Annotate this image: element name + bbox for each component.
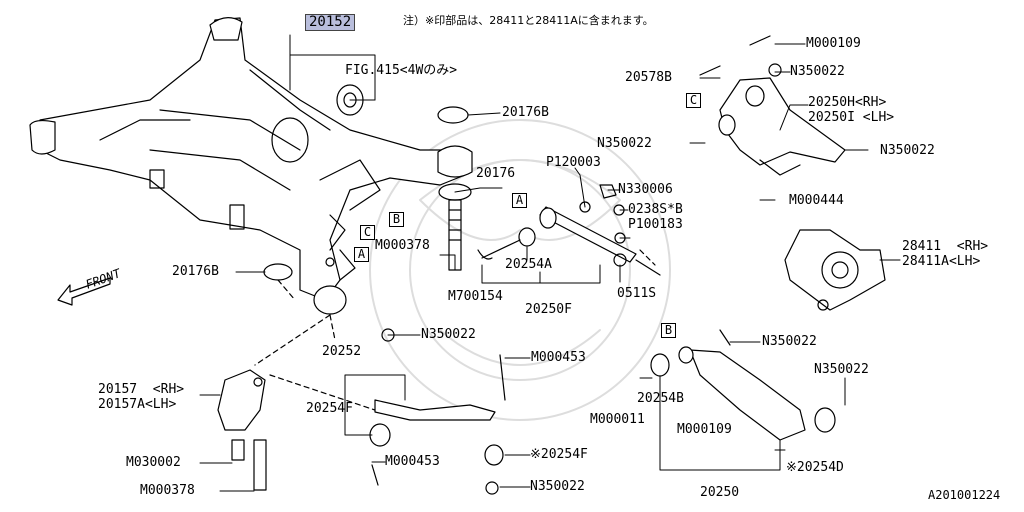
callout-box-a: A — [512, 193, 527, 208]
part-label-m000011: M000011 — [590, 412, 645, 427]
subframe-crossmember — [29, 17, 466, 301]
lower-arm-20250 — [650, 329, 836, 441]
part-label-28411a: 28411A<LH> — [902, 254, 981, 269]
part-label-0511s: 0511S — [617, 286, 657, 301]
part-label-20250: 20250 — [700, 485, 740, 500]
part-label-20254f: 20254F — [306, 401, 353, 416]
diagram-id: A201001224 — [928, 488, 1001, 502]
part-label-20250h: 20250H<RH> — [808, 95, 887, 110]
part-label-20176: 20176 — [476, 166, 516, 181]
part-label-n350022: N350022 — [880, 143, 935, 158]
part-label-20157: 20157 <RH> — [98, 382, 185, 397]
part-label-m030002: M030002 — [126, 455, 181, 470]
part-label-n330006: N330006 — [618, 182, 673, 197]
part-label-m000453: M000453 — [385, 454, 440, 469]
part-label-n350022: N350022 — [421, 327, 476, 342]
hub-carrier-28411 — [784, 229, 886, 311]
pad-20176b-top — [437, 106, 469, 124]
front-arrow — [57, 277, 111, 306]
part-label-p100183: P100183 — [628, 217, 683, 232]
guide-lines — [254, 249, 656, 411]
part-label-20578b: 20578B — [625, 70, 672, 85]
part-label-20176b: 20176B — [502, 105, 549, 120]
part-label-p120003: P120003 — [546, 155, 601, 170]
part-label-0238s: 0238S*B — [628, 202, 683, 217]
part-label-m000453: M000453 — [531, 350, 586, 365]
part-label-20254f-star: ※20254F — [530, 447, 588, 462]
part-label-20250i: 20250I <LH> — [808, 110, 895, 125]
part-label-m000444: M000444 — [789, 193, 844, 208]
part-label-m000378: M000378 — [375, 238, 430, 253]
header-note: 注）※印部品は、28411と28411Aに含まれます。 — [403, 14, 654, 27]
part-label-m000109: M000109 — [806, 36, 861, 51]
part-label-20157a: 20157A<LH> — [98, 397, 177, 412]
part-label-20254a: 20254A — [505, 257, 552, 272]
part-label-20254d-star: ※20254D — [786, 460, 844, 475]
part-label-28411: 28411 <RH> — [902, 239, 989, 254]
callout-box-a: A — [354, 247, 369, 262]
part-label-m000109: M000109 — [677, 422, 732, 437]
part-label-m000378: M000378 — [140, 483, 195, 498]
part-label-20254b: 20254B — [637, 391, 684, 406]
callout-box-b: B — [389, 212, 404, 227]
part-label-m700154: M700154 — [448, 289, 503, 304]
callout-box-c: C — [686, 93, 701, 108]
leader-lines — [199, 34, 901, 492]
part-label-20176b: 20176B — [172, 264, 219, 279]
part-label-n350022: N350022 — [530, 479, 585, 494]
callout-box-b: B — [661, 323, 676, 338]
part-label-20250f: 20250F — [525, 302, 572, 317]
part-label-n350022: N350022 — [814, 362, 869, 377]
lateral-link-20250f — [477, 184, 661, 276]
part-label-20252: 20252 — [322, 344, 362, 359]
bracket-20157 — [217, 369, 267, 491]
part-label-n350022: N350022 — [762, 334, 817, 349]
fig-ref-label: FIG.415<4Wのみ> — [345, 63, 458, 78]
highlight-part-number: 20152 — [305, 14, 356, 31]
upper-arm-20250h — [699, 35, 846, 176]
pad-20176b-left — [263, 263, 293, 281]
lower-bushing — [313, 285, 347, 315]
callout-box-c: C — [360, 225, 375, 240]
part-label-n350022: N350022 — [790, 64, 845, 79]
part-label-n350022: N350022 — [597, 136, 652, 151]
trailing-link-20252 — [369, 328, 506, 495]
